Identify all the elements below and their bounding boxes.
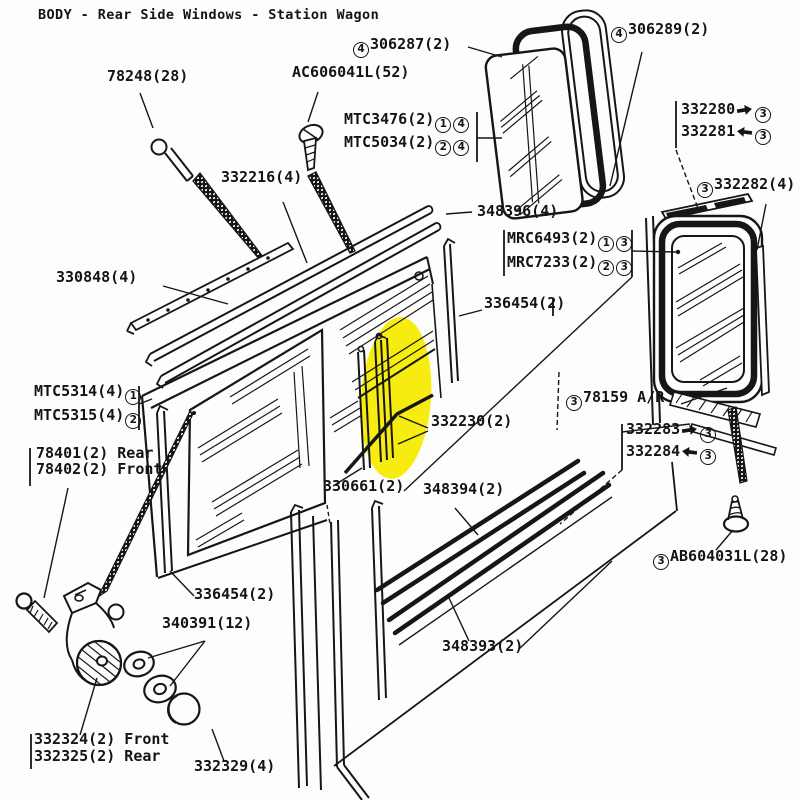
circled-number-badge: 4	[611, 26, 627, 43]
circled-number-badge: 1	[598, 235, 615, 252]
screw-ab604031l	[722, 495, 750, 533]
part-label-348396: 348396(4)	[477, 202, 559, 220]
part-label-ac606041l: AC606041L(52)	[292, 63, 410, 81]
arrow-left-icon	[736, 125, 753, 141]
part-label-330848: 330848(4)	[56, 268, 138, 286]
part-label-78402: 78402(2) Front	[36, 460, 163, 478]
part-label-78401: 78401(2) Rear	[36, 444, 154, 462]
upper-window-assembly	[484, 9, 626, 220]
washers-340391	[123, 650, 177, 704]
circled-number-badge: 4	[453, 139, 470, 156]
arrow-left-icon	[681, 445, 698, 461]
circled-number-badge: 3	[616, 235, 633, 252]
part-label-mtc5314: MTC5314(4)1	[34, 383, 142, 405]
part-label-340391: 340391(12)	[162, 614, 253, 632]
circled-number-badge: 2	[435, 139, 452, 156]
part-label-mtc5315: MTC5315(4)2	[34, 407, 142, 429]
arrow-right-icon	[681, 423, 698, 439]
circled-number-badge: 3	[653, 553, 669, 570]
circled-number-badge: 3	[755, 128, 772, 145]
part-label-336454-lower: 336454(2)	[194, 585, 276, 603]
bolt-78401	[15, 592, 59, 634]
circled-number-badge: 3	[566, 394, 582, 411]
circled-number-badge: 2	[598, 259, 615, 276]
screw-ac606041l	[298, 91, 356, 254]
lower-panel	[290, 458, 678, 800]
part-label-332230: 332230(2)	[431, 412, 513, 430]
circled-number-badge: 3	[755, 106, 772, 123]
circled-number-badge: 2	[125, 412, 142, 429]
dome-cap-332329	[167, 692, 201, 726]
part-label-348393: 348393(2)	[442, 637, 524, 655]
circled-number-badge: 3	[697, 181, 713, 198]
circled-number-badge: 3	[700, 448, 717, 465]
circled-number-badge: 3	[616, 259, 633, 276]
circled-number-badge: 3	[700, 426, 717, 443]
circled-number-badge: 1	[435, 116, 452, 133]
part-label-336454-upper: 336454(2)	[484, 294, 566, 312]
arrow-right-icon	[736, 103, 753, 119]
part-label-332325: 332325(2) Rear	[34, 747, 161, 765]
part-label-332216: 332216(4)	[221, 168, 303, 186]
part-label-78248: 78248(28)	[107, 67, 189, 85]
part-label-332329: 332329(4)	[194, 757, 276, 775]
part-label-330661: 330661(2)	[323, 477, 405, 495]
circled-number-badge: 4	[353, 41, 369, 58]
highlight-ellipse	[360, 317, 432, 479]
part-label-332324: 332324(2) Front	[34, 730, 170, 748]
page-title: BODY - Rear Side Windows - Station Wagon	[38, 7, 380, 23]
leader-lines	[29, 101, 767, 769]
main-panel	[140, 237, 459, 579]
catch-assembly-332324	[62, 410, 194, 687]
circled-number-badge: 1	[125, 388, 142, 405]
part-label-348394: 348394(2)	[423, 480, 505, 498]
upper-rails	[126, 205, 442, 389]
circled-number-badge: 4	[453, 116, 470, 133]
